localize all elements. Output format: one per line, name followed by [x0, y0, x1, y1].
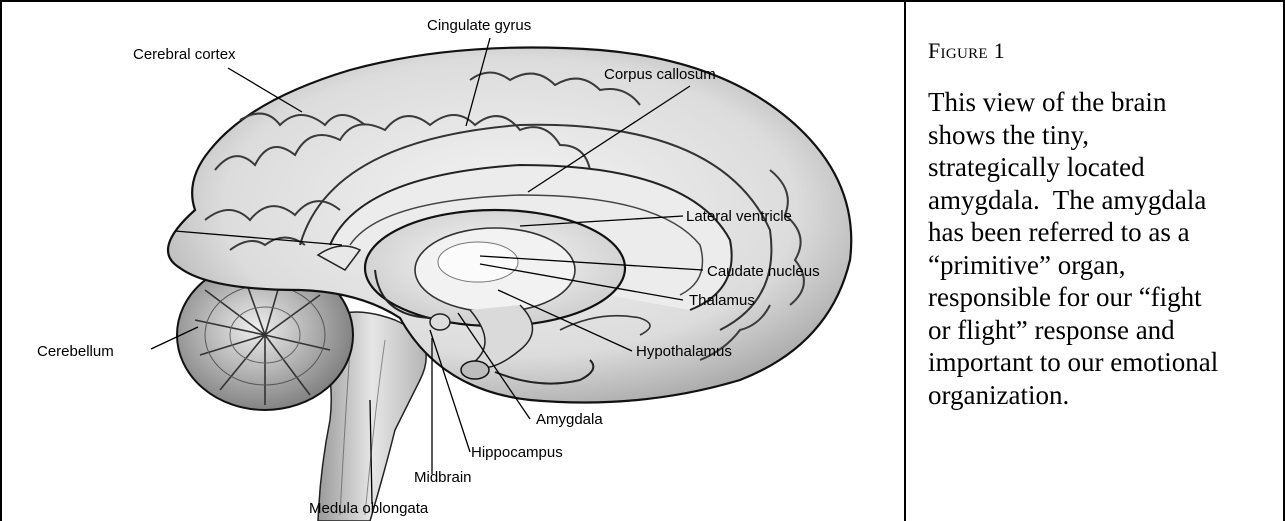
figure-title: Figure 1 — [928, 38, 1278, 64]
label-caudate-nucleus: Caudate nucleus — [707, 263, 820, 280]
label-midbrain: Midbrain — [414, 469, 472, 486]
caption-line: “primitive” organ, — [928, 250, 1125, 280]
label-hypothalamus: Hypothalamus — [636, 343, 732, 360]
figure-caption-text: This view of the brain shows the tiny, s… — [928, 86, 1278, 411]
label-corpus-callosum: Corpus callosum — [604, 66, 716, 83]
caption-line: responsible for our “fight — [928, 282, 1202, 312]
top-border — [0, 0, 1285, 2]
figure-caption: Figure 1 This view of the brain shows th… — [928, 38, 1278, 411]
caption-line: organization. — [928, 380, 1069, 410]
label-cerebral-cortex: Cerebral cortex — [133, 46, 236, 63]
label-amygdala: Amygdala — [536, 411, 603, 428]
label-cerebellum: Cerebellum — [37, 343, 114, 360]
left-border — [0, 0, 2, 521]
amygdala-shape — [461, 361, 489, 379]
label-lateral-ventricle: Lateral ventricle — [686, 208, 792, 225]
label-thalamus: Thalamus — [689, 292, 755, 309]
caption-line: or flight” response and — [928, 315, 1175, 345]
column-divider — [904, 0, 906, 521]
caption-line: shows the tiny, — [928, 120, 1089, 150]
caption-line: This view of the brain — [928, 87, 1166, 117]
caption-line: important to our emotional — [928, 347, 1218, 377]
label-medula-oblongata: Medula oblongata — [309, 500, 429, 517]
label-cingulate-gyrus: Cingulate gyrus — [427, 17, 531, 34]
brain-diagram: Cingulate gyrus Cerebral cortex Corpus c… — [12, 6, 904, 521]
caption-line: amygdala. The amygdala — [928, 185, 1206, 215]
label-hippocampus: Hippocampus — [471, 444, 563, 461]
caption-line: strategically located — [928, 152, 1145, 182]
caption-line: has been referred to as a — [928, 217, 1190, 247]
